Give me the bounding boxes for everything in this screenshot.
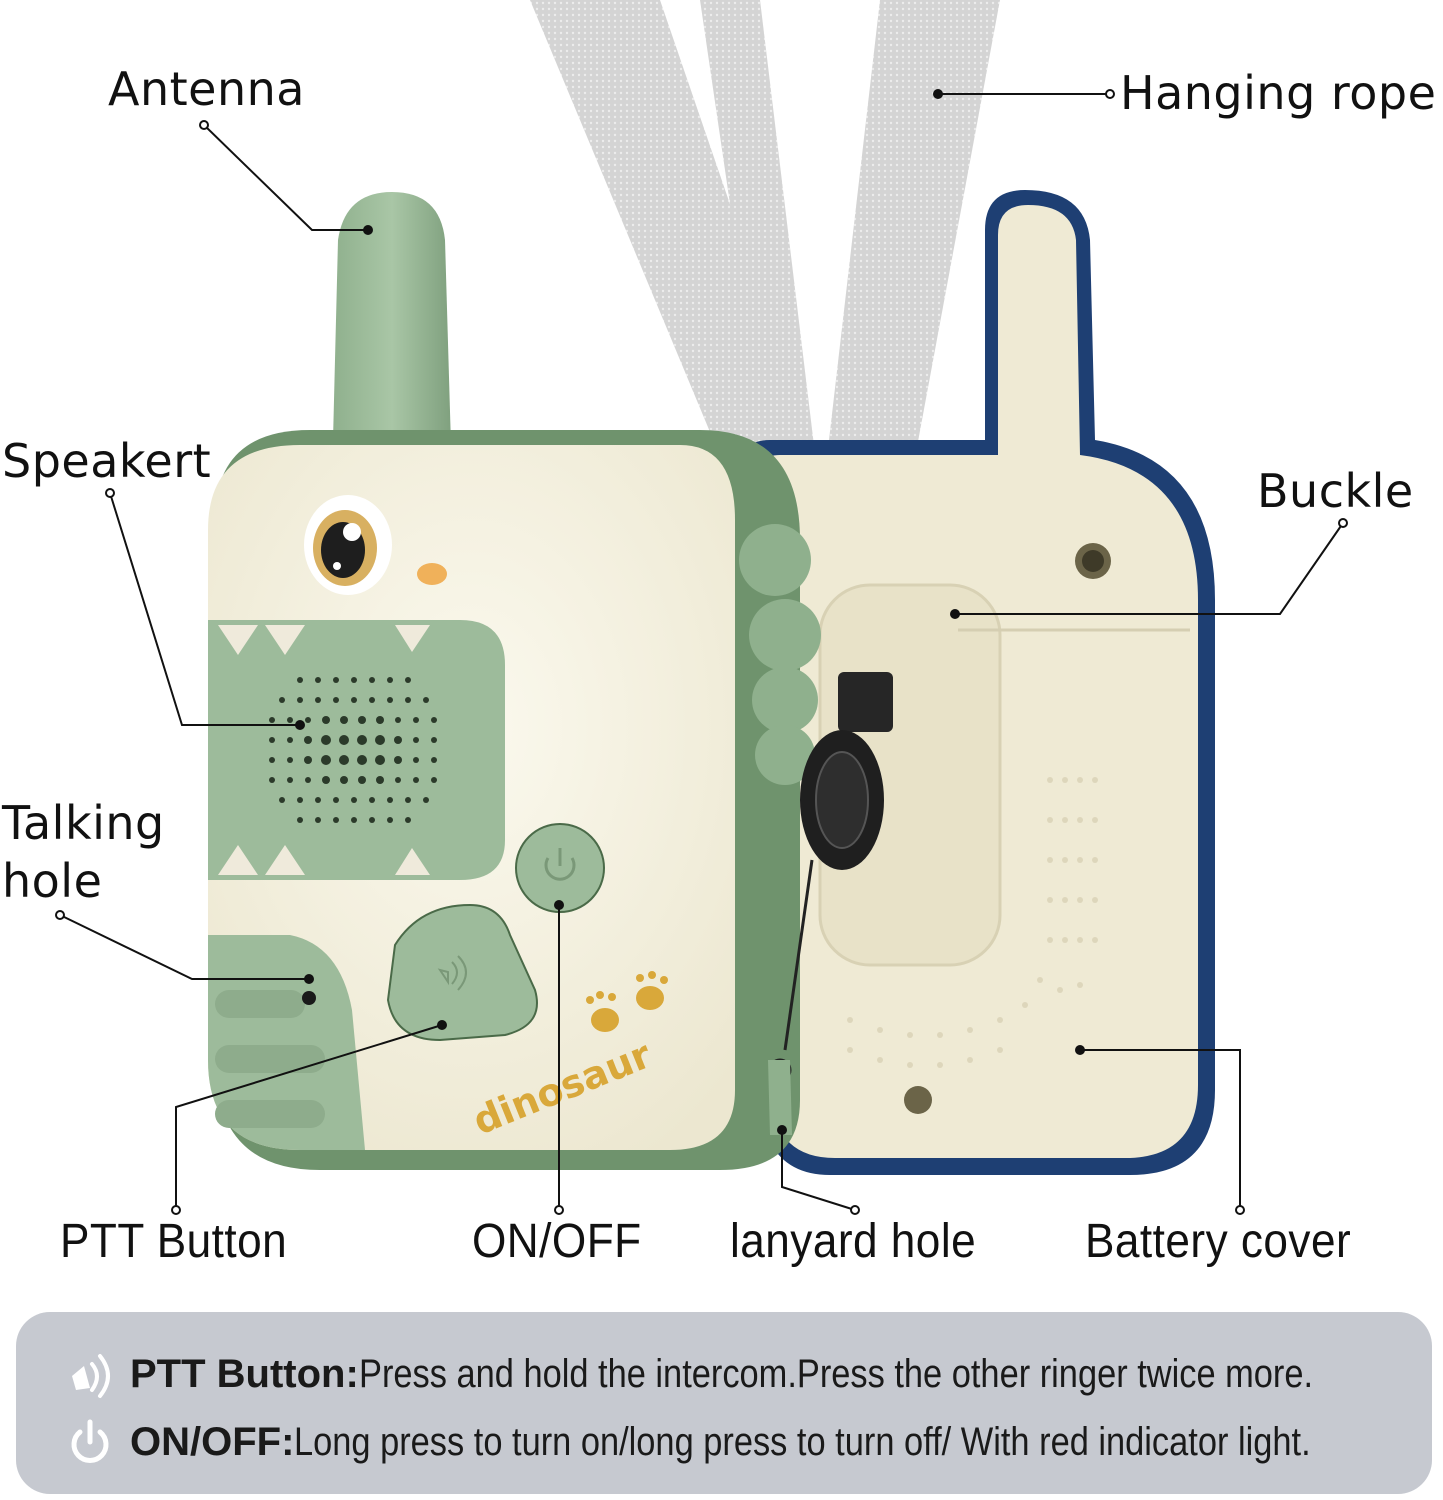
back-device <box>740 190 1215 1175</box>
power-icon <box>64 1416 116 1468</box>
info-key-ptt: PTT Button: <box>130 1351 359 1396</box>
front-device: dinosaur <box>208 430 821 1170</box>
walkie-talkie-illustration: dinosaur <box>55 0 1348 1215</box>
product-diagram: dinosaur <box>2 0 1437 1268</box>
info-desc-power: Long press to turn on/long press to turn… <box>294 1419 1312 1464</box>
info-row-power: ON/OFF: Long press to turn on/long press… <box>64 1416 1443 1468</box>
antenna-shape <box>332 192 452 480</box>
label-on-off: ON/OFF <box>472 1215 642 1268</box>
label-lanyard-hole: lanyard hole <box>730 1215 977 1268</box>
label-buckle: Buckle <box>1257 464 1414 518</box>
lanyard <box>768 672 893 1135</box>
ptt-button-shape <box>386 903 538 1042</box>
power-button-shape <box>515 823 605 913</box>
speaker-grille <box>269 677 437 823</box>
callout-lines <box>59 93 1344 1211</box>
label-speaker: Speakert <box>2 434 212 488</box>
info-row-ptt: PTT Button: Press and hold the intercom.… <box>64 1348 1443 1400</box>
speaker-icon <box>64 1348 116 1400</box>
label-ptt-button: PTT Button <box>60 1215 288 1268</box>
feature-info-panel: PTT Button: Press and hold the intercom.… <box>16 1312 1432 1494</box>
label-hanging-rope: Hanging rope <box>1120 66 1437 120</box>
info-key-power: ON/OFF: <box>130 1419 295 1464</box>
label-talking-hole-line2: hole <box>2 854 103 908</box>
label-battery-cover: Battery cover <box>1085 1215 1352 1268</box>
label-antenna: Antenna <box>108 62 305 116</box>
info-desc-ptt: Press and hold the intercom.Press the ot… <box>358 1351 1313 1396</box>
label-talking-hole-line1: Talking <box>2 796 165 850</box>
